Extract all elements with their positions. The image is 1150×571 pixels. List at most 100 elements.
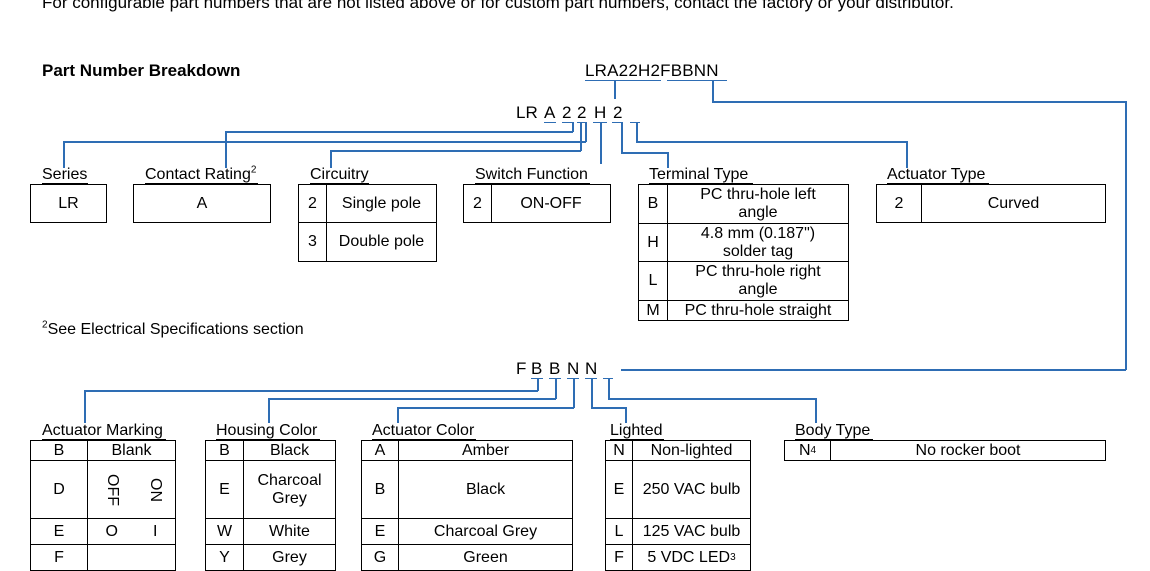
desc-text: Black (269, 441, 310, 459)
full-part-number: LRA22H2FBBNN (585, 61, 719, 80)
actuator-color-title: Actuator Color (372, 422, 475, 439)
section-heading: Part Number Breakdown (42, 61, 241, 80)
lighted-code-0: N (605, 440, 633, 461)
desc-text: Double pole (338, 233, 425, 250)
conn-housing-a (555, 378, 557, 399)
code-text: N (798, 441, 811, 459)
lighted-code-1: E (605, 460, 633, 519)
actuator-type-underline (887, 183, 989, 184)
code-text: 2 (894, 194, 904, 212)
actuator-type-code-0: 2 (876, 184, 922, 223)
conn-rating-c (225, 131, 227, 168)
conn-actcolor-a (573, 378, 575, 408)
off-symbol: OFF (103, 473, 121, 506)
housing-desc-2: White (243, 518, 336, 545)
conn-circuit-c (330, 150, 332, 168)
desc-text: PC thru-hole straight (684, 301, 832, 319)
code-text: E (374, 522, 386, 540)
code-text: B (219, 441, 230, 459)
switch-function-desc-0: ON-OFF (491, 184, 611, 223)
switch-function-underline (475, 183, 590, 184)
code-text: F (54, 548, 64, 566)
p1-ul-6 (630, 122, 640, 123)
contact-rating-underline (145, 183, 258, 184)
housing-code-1: E (205, 460, 244, 519)
terminal-code-3: M (638, 300, 668, 321)
conn-series-b (63, 141, 586, 143)
desc-text: Charcoal Grey (433, 522, 538, 540)
terminal-code-2: L (638, 261, 668, 301)
desc-text: Curved (987, 194, 1040, 212)
actcolor-code-1: B (361, 460, 399, 519)
contact-rating-cell: A (133, 184, 271, 223)
conn-circuit-a (580, 122, 582, 151)
body-type-underline (795, 439, 873, 440)
conn-housing-c (268, 398, 270, 423)
desc-text: Green (463, 548, 508, 566)
conn-housing-b (268, 398, 556, 400)
series-value: LR (58, 194, 79, 212)
p2-lighted-code: N (567, 359, 580, 378)
conn-circuit-b (330, 150, 581, 152)
lighted-title: Lighted (610, 422, 663, 439)
housing-desc-0: Black (243, 440, 336, 461)
p1-terminal-code: H (594, 103, 607, 122)
connector-part1 (614, 80, 616, 99)
conn-rating-b (225, 131, 573, 133)
p1-ul-1 (544, 122, 556, 123)
actcolor-desc-0: Amber (398, 440, 573, 461)
circuitry-code-1: 3 (298, 222, 327, 262)
code-text: B (374, 480, 386, 498)
p2-marking-code: F (516, 359, 527, 378)
desc-text: Charcoal Grey (257, 471, 322, 507)
desc-text: 125 VAC bulb (642, 522, 741, 540)
desc-text: 4.8 mm (0.187") solder tag (700, 224, 816, 260)
code-text: 2 (308, 194, 317, 212)
p2-actcolor-code: B (549, 359, 561, 378)
code-text: Y (219, 548, 230, 566)
housing-color-title: Housing Color (216, 422, 318, 439)
actcolor-code-2: E (361, 518, 399, 545)
p1-ul-2 (562, 122, 572, 123)
switch-function-title: Switch Function (475, 166, 588, 183)
p1-series-code: LR (516, 103, 538, 122)
code-text: B (53, 441, 65, 459)
connector-part2-b (712, 101, 1126, 103)
part-underline-1 (585, 80, 661, 81)
code-text: 2 (473, 194, 482, 212)
conn-lighted-a (591, 378, 593, 408)
conn-function (600, 122, 602, 164)
desc-text: Blank (111, 441, 152, 459)
p1-circuitry-code: 2 (562, 103, 572, 122)
terminal-code-0: B (638, 184, 668, 224)
p1-ul-5 (612, 122, 622, 123)
terminal-desc-2: PC thru-hole right angle (667, 261, 849, 301)
desc-text: No rocker boot (915, 441, 1021, 459)
lighted-desc-1: 250 VAC bulb (632, 460, 751, 519)
connector-part2-c (1125, 101, 1127, 370)
actuator-marking-underline (42, 439, 166, 440)
lighted-desc-2: 125 VAC bulb (632, 518, 751, 545)
p1-ul-3 (577, 122, 587, 123)
terminal-desc-0: PC thru-hole left angle (667, 184, 849, 224)
conn-marking-c (84, 390, 86, 423)
body-desc-0: No rocker boot (830, 440, 1106, 461)
code-text: N (613, 441, 625, 459)
marking-desc-3 (87, 544, 176, 571)
code-text: D (53, 480, 65, 498)
series-title-underline (42, 183, 88, 184)
conn-lighted-c (625, 407, 627, 423)
desc-text: ON-OFF (520, 194, 582, 212)
on-symbol: I (153, 522, 158, 540)
code-text: B (647, 195, 659, 212)
desc-text: White (269, 522, 310, 540)
series-value-cell: LR (30, 184, 107, 223)
conn-body-b (608, 398, 816, 400)
code-text: F (614, 548, 624, 566)
actcolor-desc-1: Black (398, 460, 573, 519)
actcolor-code-0: A (361, 440, 399, 461)
housing-code-2: W (205, 518, 244, 545)
circuitry-code-0: 2 (298, 184, 327, 223)
intro-text: For configurable part numbers that are n… (42, 0, 954, 12)
lighted-underline (610, 439, 664, 440)
